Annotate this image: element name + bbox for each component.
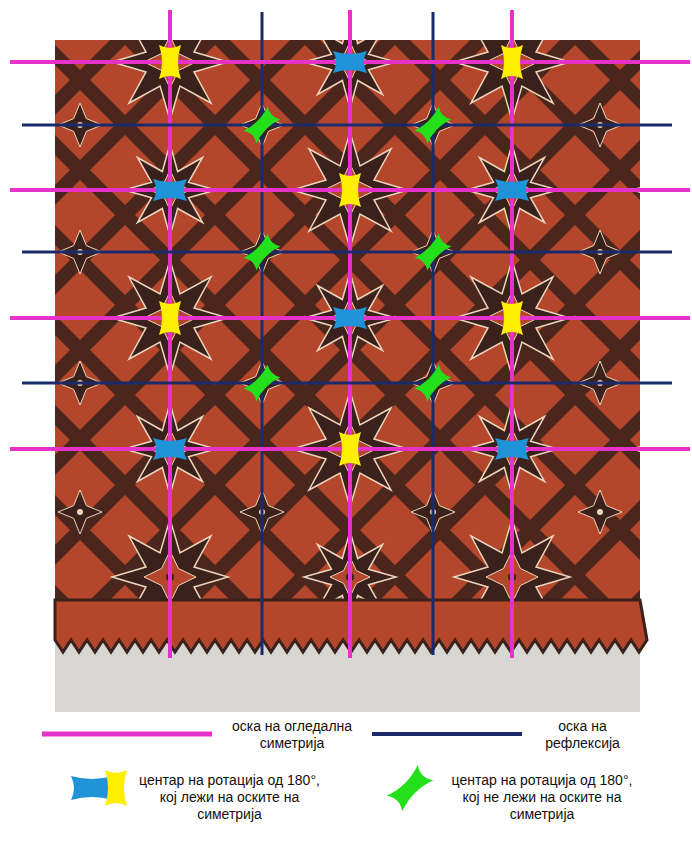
legend-text: центар на ротација од 180°, кој не лежи … xyxy=(442,772,642,823)
legend-text: центар на ротација од 180°, кој лежи на … xyxy=(132,772,327,823)
legend-swatch xyxy=(42,732,212,737)
legend-text: оска на рефлексија xyxy=(525,718,640,752)
legend-swatch xyxy=(387,765,434,812)
legend-swatch xyxy=(372,732,522,736)
symmetry-axes xyxy=(10,10,690,658)
legend-text: оска на огледална симетрија xyxy=(212,718,372,752)
textile-photo xyxy=(55,40,640,650)
legend-swatch xyxy=(71,770,127,806)
rotation-centers xyxy=(153,45,529,466)
